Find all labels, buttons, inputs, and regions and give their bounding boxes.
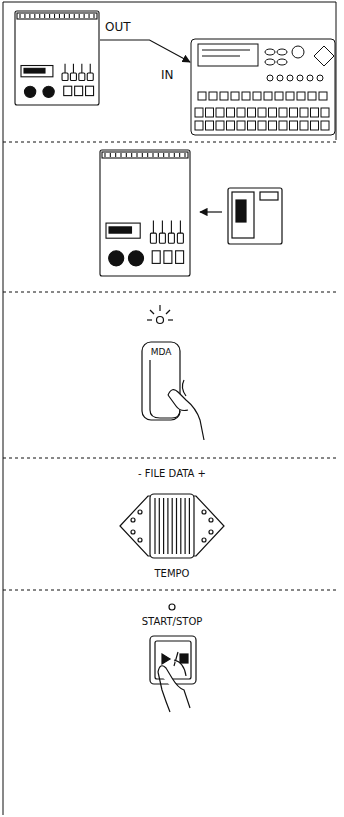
cable-arrow xyxy=(100,40,190,62)
dial-label: TEMPO xyxy=(154,568,191,580)
dial-label: - FILE DATA + xyxy=(137,468,207,480)
port-label: OUT xyxy=(104,20,132,34)
disk-drive-unit: OUT xyxy=(14,10,100,106)
device-drawing xyxy=(14,10,100,106)
device-drawing xyxy=(190,38,336,136)
port-label: IN xyxy=(160,68,175,82)
button-label: MDA xyxy=(150,346,173,358)
button-label: START/STOP xyxy=(141,616,204,628)
keyboard-unit: IN xyxy=(190,38,336,136)
